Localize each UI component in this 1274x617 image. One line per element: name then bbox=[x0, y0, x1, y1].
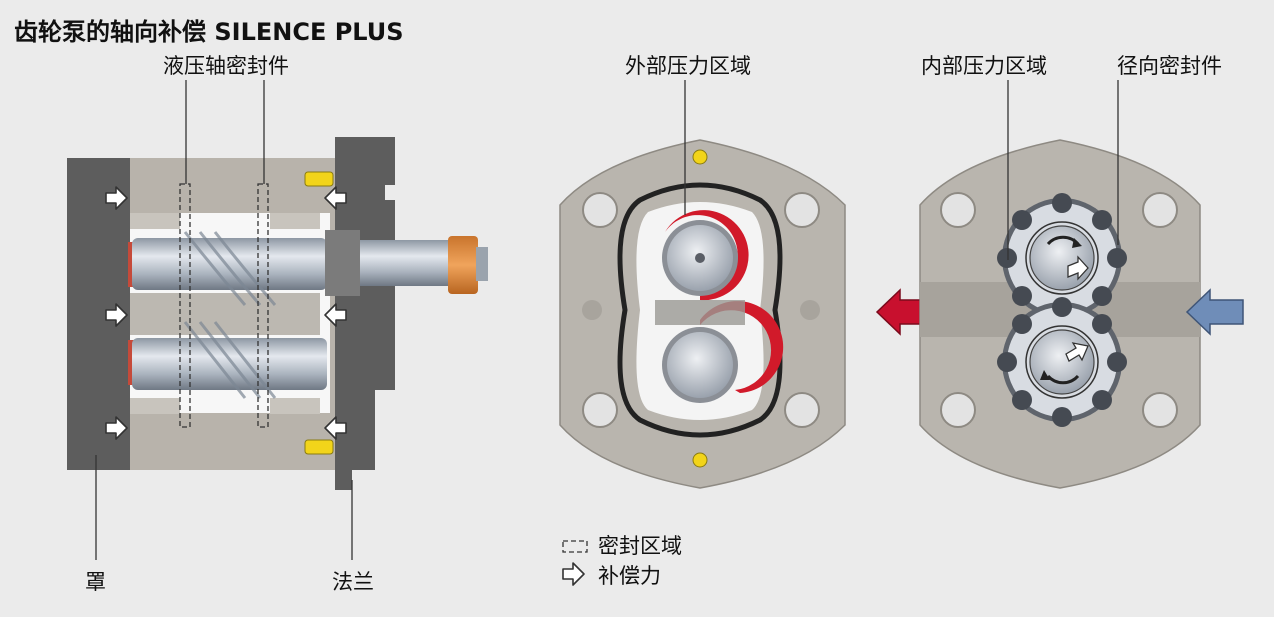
page-title: 齿轮泵的轴向补偿 SILENCE PLUS bbox=[14, 18, 404, 46]
legend-seal-area: 密封区域 bbox=[598, 534, 682, 558]
outer-pressure-view bbox=[559, 80, 936, 489]
legend: 密封区域 补偿力 bbox=[560, 530, 682, 590]
label-flange: 法兰 bbox=[332, 570, 374, 594]
inlet-arrow bbox=[1185, 288, 1244, 336]
upper-gear bbox=[997, 193, 1127, 323]
cover-block bbox=[67, 158, 132, 470]
seal-area-legend-icon bbox=[562, 540, 588, 553]
label-radial-seal: 径向密封件 bbox=[1117, 54, 1222, 78]
label-inner-pressure-zone: 内部压力区域 bbox=[921, 54, 1047, 78]
flange-block bbox=[335, 137, 395, 490]
label-cover: 罩 bbox=[85, 570, 106, 594]
label-hydraulic-shaft-seal: 液压轴密封件 bbox=[163, 54, 289, 78]
lower-gear bbox=[997, 297, 1127, 427]
side-section-view bbox=[67, 80, 488, 560]
inner-pressure-view bbox=[919, 80, 1244, 489]
legend-compensation-force: 补偿力 bbox=[598, 564, 661, 588]
label-outer-pressure-zone: 外部压力区域 bbox=[625, 54, 751, 78]
